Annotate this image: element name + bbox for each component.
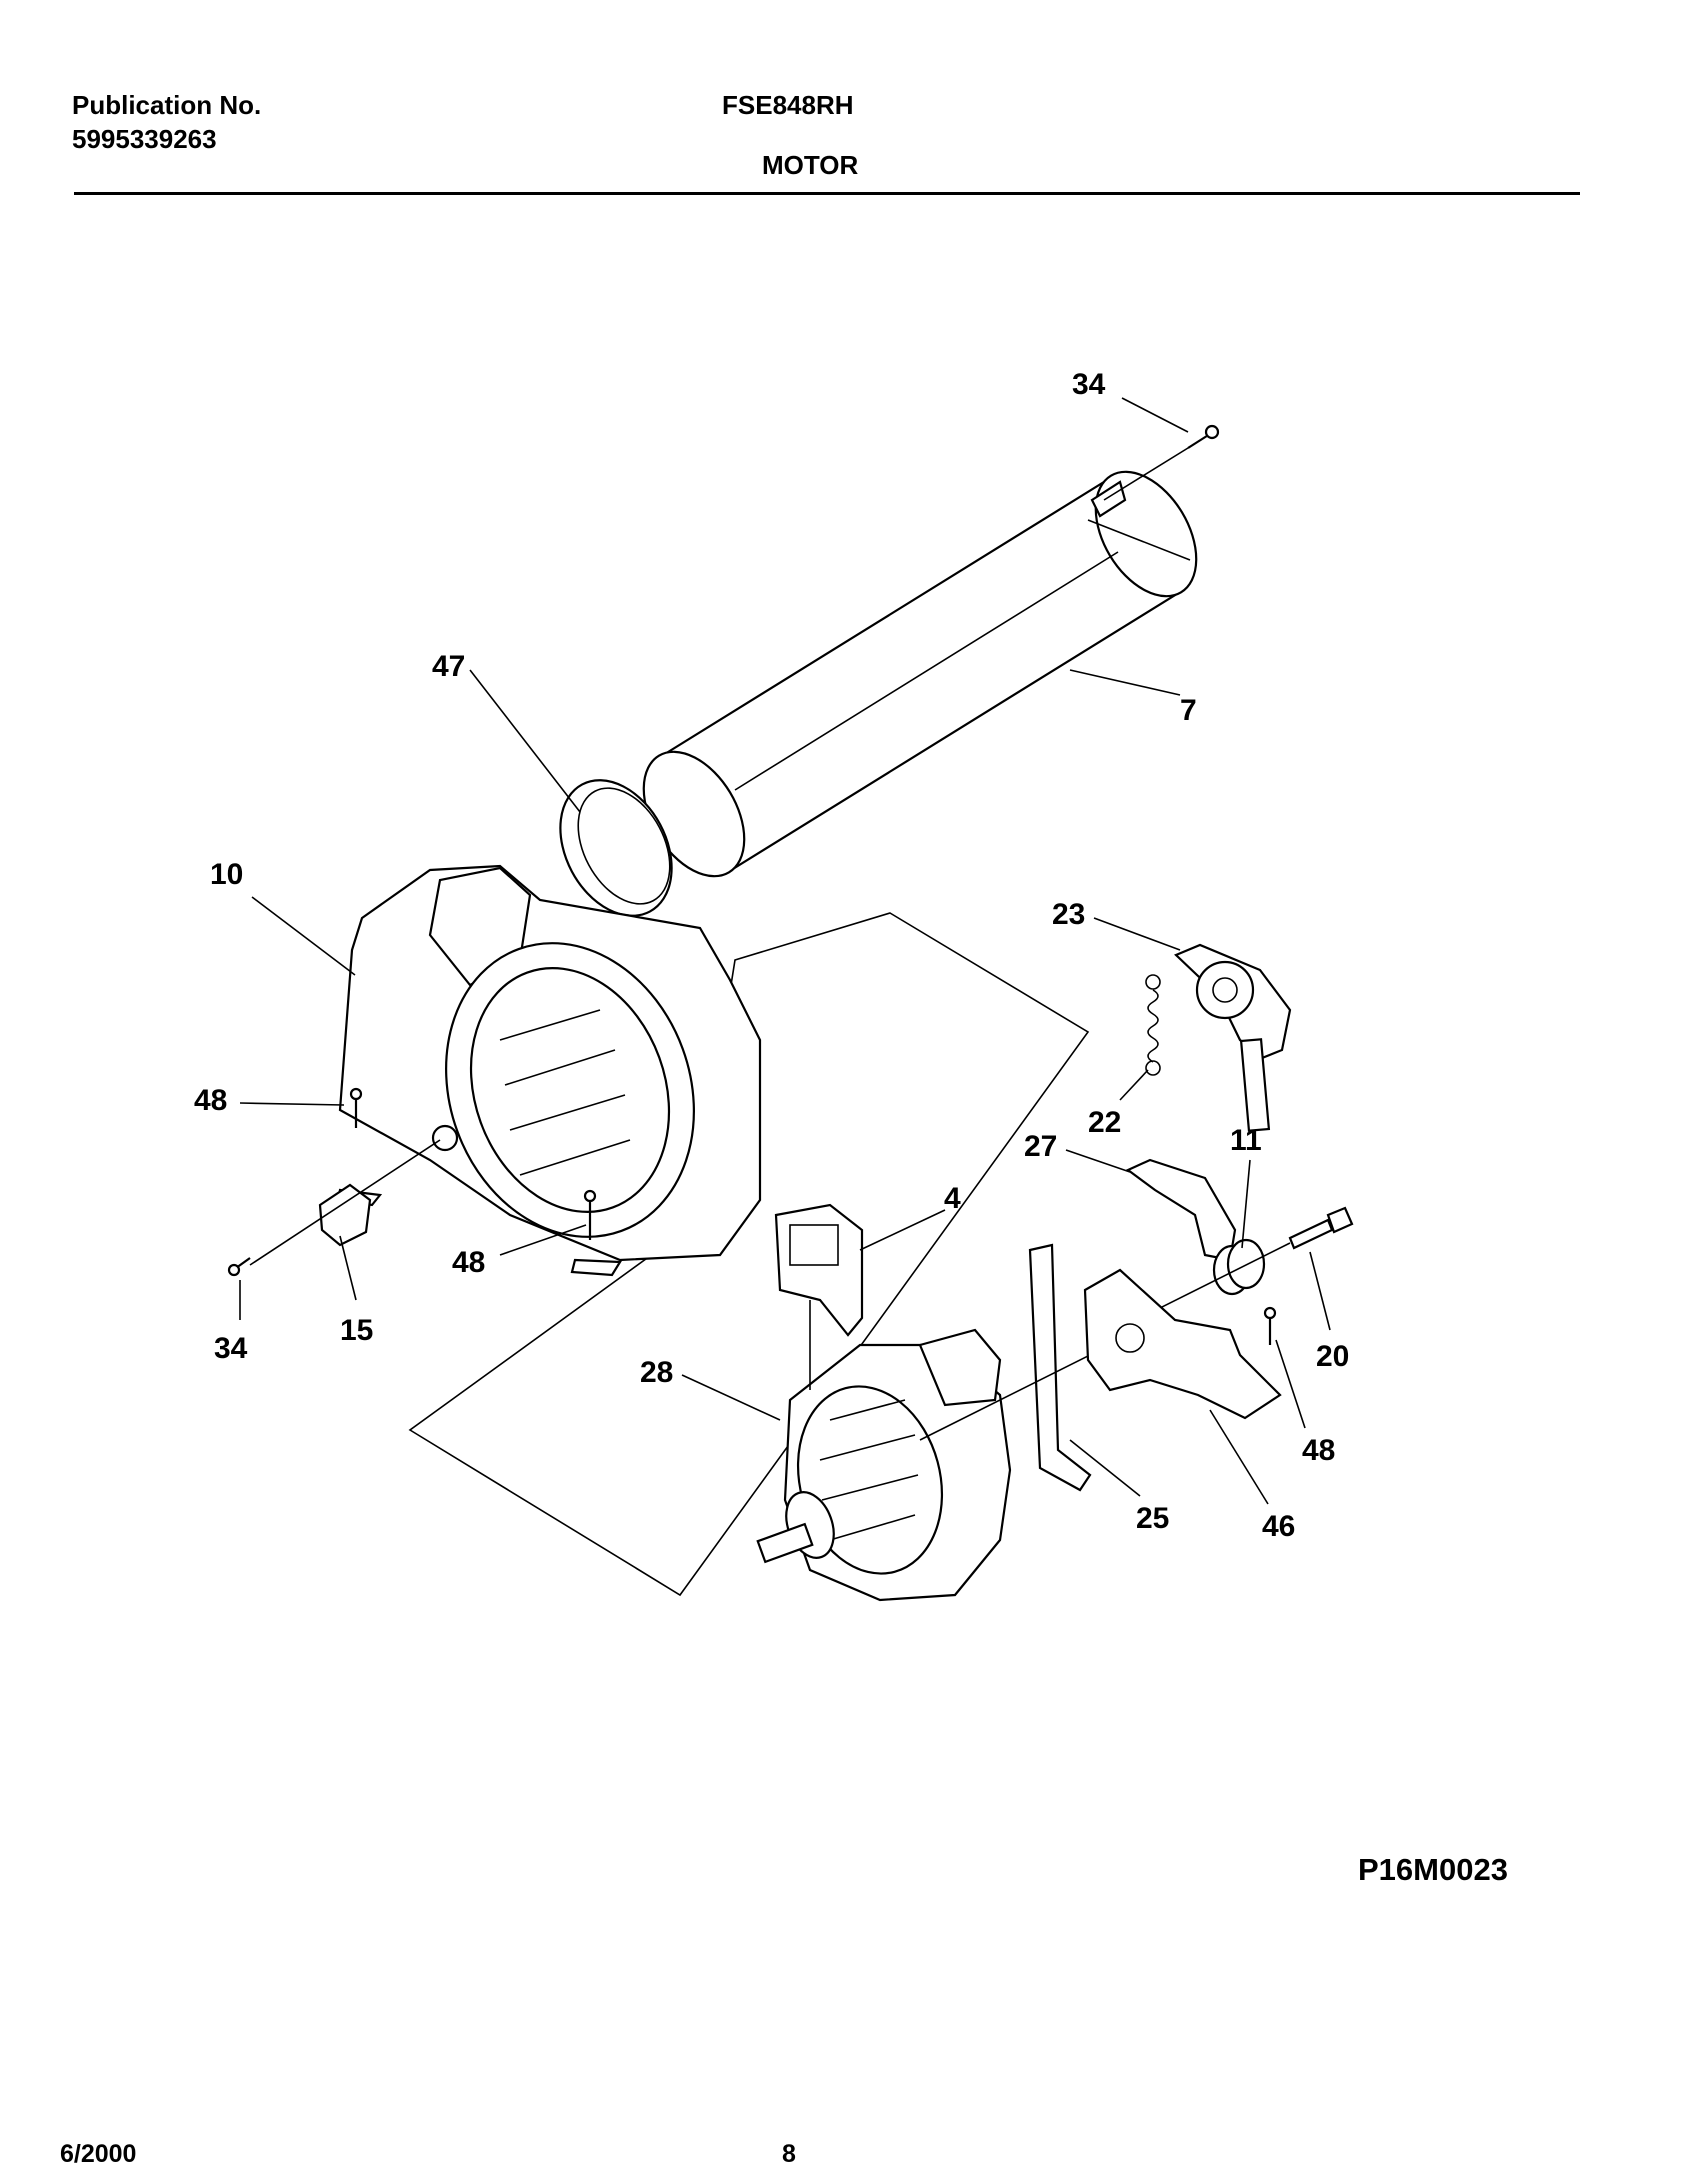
callout-27: 27 (1024, 1130, 1057, 1163)
part-34-screw-bottom (227, 1257, 251, 1277)
callout-15: 15 (340, 1314, 373, 1347)
callout-22: 22 (1088, 1106, 1121, 1139)
part-11-idler-pulley (1212, 1238, 1266, 1296)
callout-48-mid: 48 (452, 1246, 485, 1279)
part-22-idler-spring (1145, 974, 1161, 1076)
part-47-duct-seal-ring (559, 779, 673, 917)
diagram-code: P16M0023 (1358, 1852, 1508, 1887)
part-23-idler-bracket (1174, 943, 1292, 1132)
part-48-screw-right (1263, 1306, 1277, 1345)
callout-7: 7 (1180, 694, 1197, 727)
part-10-blower-housing (336, 864, 762, 1277)
callout-10: 10 (210, 858, 243, 891)
footer-date: 6/2000 (60, 2140, 137, 2168)
part-46-motor-mount (1083, 1268, 1282, 1420)
part-15-thermostat (249, 1139, 441, 1266)
part-27-idler-arm (1125, 1158, 1237, 1262)
callout-34-top: 34 (1072, 368, 1106, 401)
page-number: 8 (782, 2140, 796, 2168)
part-48-screw-left (349, 1087, 363, 1128)
callout-25: 25 (1136, 1502, 1169, 1535)
part-4-motor-bracket (774, 1203, 864, 1337)
publication-number: 5995339263 (72, 124, 217, 154)
callout-47: 47 (432, 650, 465, 683)
callout-28: 28 (640, 1356, 673, 1389)
leader-lines (239, 397, 1331, 1505)
publication-label: Publication No. (72, 90, 262, 120)
part-48-screw-mid (583, 1189, 597, 1240)
callout-46: 46 (1262, 1510, 1295, 1543)
model-number: FSE848RH (722, 90, 854, 120)
part-34-screw-top (1103, 424, 1220, 501)
header-rule (74, 192, 1580, 195)
part-7-exhaust-duct (642, 470, 1198, 878)
callout-34-bottom: 34 (214, 1332, 248, 1365)
part-28-drive-motor (756, 1300, 1012, 1602)
callout-48-left: 48 (194, 1084, 227, 1117)
callout-20: 20 (1316, 1340, 1349, 1373)
callout-11: 11 (1230, 1124, 1262, 1157)
callout-23: 23 (1052, 898, 1085, 931)
section-title: MOTOR (762, 150, 859, 180)
callout-4: 4 (944, 1182, 961, 1215)
callout-48-right: 48 (1302, 1434, 1335, 1467)
